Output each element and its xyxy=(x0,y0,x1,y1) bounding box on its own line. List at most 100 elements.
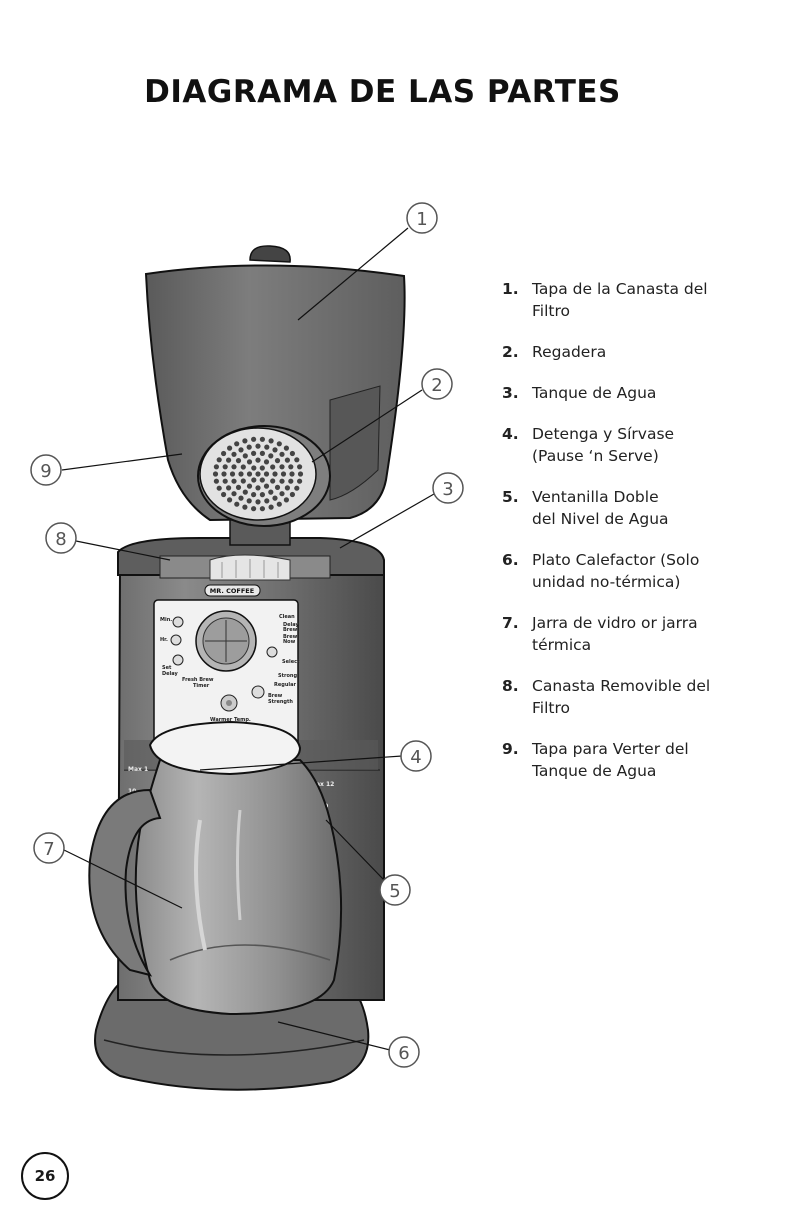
page-number: 26 xyxy=(21,1152,69,1200)
part-name: Filtro xyxy=(532,699,570,717)
shower-hole xyxy=(222,464,228,470)
shower-hole xyxy=(255,443,261,449)
callout-lines xyxy=(61,227,435,1051)
svg-text:Warmer Temp.: Warmer Temp. xyxy=(210,717,251,723)
part-item-5: 5. Ventanilla Doble del Nivel de Agua xyxy=(502,486,762,530)
shower-hole xyxy=(251,436,257,442)
shower-hole xyxy=(255,471,261,477)
shower-hole xyxy=(242,504,248,510)
callout-8: 8 xyxy=(55,529,66,550)
part-name: Jarra de vidro or jarra xyxy=(532,614,698,632)
shower-hole xyxy=(212,471,219,477)
shower-hole xyxy=(276,501,282,507)
part-number: 3. xyxy=(502,384,519,402)
part-number: 5. xyxy=(502,488,519,506)
part-name: Filtro xyxy=(532,302,570,320)
shower-hole xyxy=(227,445,233,451)
part-item-1: 1. Tapa de la Canasta del Filtro xyxy=(502,278,762,322)
svg-text:Timer: Timer xyxy=(193,683,210,689)
shower-hole xyxy=(284,457,290,463)
shower-hole xyxy=(288,478,294,484)
parts-list: 1. Tapa de la Canasta del Filtro 2. Rega… xyxy=(502,278,762,801)
shower-hole xyxy=(251,492,257,498)
shower-hole xyxy=(259,465,265,471)
shower-hole xyxy=(264,498,270,504)
shower-hole xyxy=(231,478,237,484)
svg-text:Hr.: Hr. xyxy=(160,637,168,643)
shower-hole xyxy=(259,477,265,483)
callout-6: 6 xyxy=(398,1043,409,1064)
svg-text:Brew: Brew xyxy=(283,634,298,640)
svg-text:Max 1: Max 1 xyxy=(128,766,148,773)
part-name: unidad no-térmica) xyxy=(532,573,681,591)
shower-hole xyxy=(263,459,270,465)
shower-hole xyxy=(221,471,227,477)
shower-hole xyxy=(235,484,242,490)
shower-hole xyxy=(251,450,257,456)
shower-hole xyxy=(255,457,261,463)
control-panel: Min. Hr. Set Delay Fresh Brew Timer Warm… xyxy=(153,599,300,751)
shower-hole xyxy=(251,506,257,512)
shower-hole xyxy=(216,485,222,491)
shower-hole xyxy=(274,484,281,490)
shower-hole xyxy=(255,499,261,505)
part-item-6: 6. Plato Calefactor (Solo unidad no-térm… xyxy=(502,549,762,593)
callout-3: 3 xyxy=(442,479,453,500)
brand-logo-text: MR. COFFEE xyxy=(210,587,254,595)
shower-hole xyxy=(238,471,244,477)
shower-hole xyxy=(259,450,265,456)
shower-hole xyxy=(279,478,285,484)
shower-hole xyxy=(274,458,281,464)
warming-plate-base xyxy=(94,984,370,1091)
part-number: 8. xyxy=(502,677,519,695)
shower-hole xyxy=(213,478,219,484)
shower-hole xyxy=(297,478,303,484)
shower-hole xyxy=(231,491,237,497)
shower-hole xyxy=(270,478,276,484)
shower-hole xyxy=(297,464,303,470)
shower-hole xyxy=(226,457,232,463)
shower-hole xyxy=(213,464,219,470)
svg-text:Regular: Regular xyxy=(274,682,296,688)
part-item-3: 3. Tanque de Agua xyxy=(502,382,762,404)
shower-hole xyxy=(242,453,248,459)
part-item-4: 4. Detenga y Sírvase (Pause ‘n Serve) xyxy=(502,423,762,467)
part-name: Tanque de Agua xyxy=(532,762,657,780)
svg-text:Set: Set xyxy=(162,665,172,671)
shower-hole xyxy=(280,471,287,477)
shower-hole xyxy=(272,447,278,453)
shower-hole xyxy=(234,501,240,507)
brand-badge: MR. COFFEE xyxy=(204,584,261,597)
shower-hole xyxy=(284,485,290,491)
shower-hole xyxy=(272,495,278,501)
part-name: Detenga y Sírvase xyxy=(532,425,675,443)
shower-hole xyxy=(238,495,244,501)
callout-circles xyxy=(30,202,464,1068)
svg-text:Delay: Delay xyxy=(162,671,178,677)
part-name: Canasta Removible del xyxy=(532,677,711,695)
part-number: 9. xyxy=(502,740,519,758)
svg-text:Brew: Brew xyxy=(283,627,298,633)
shower-hole xyxy=(221,491,227,498)
shower-hole xyxy=(231,464,237,470)
part-item-9: 9. Tapa para Verter del Tanque de Agua xyxy=(502,738,762,782)
shower-hole xyxy=(289,491,295,498)
shower-hole xyxy=(279,464,285,470)
part-item-8: 8. Canasta Removible del Filtro xyxy=(502,675,762,719)
shower-hole xyxy=(216,457,222,463)
shower-hole xyxy=(276,441,282,447)
shower-hole xyxy=(246,459,253,465)
shower-hole xyxy=(268,438,274,444)
svg-text:Strength: Strength xyxy=(268,699,293,705)
part-number: 2. xyxy=(502,343,519,361)
shower-hole xyxy=(246,498,252,504)
svg-text:Strong: Strong xyxy=(278,673,297,679)
part-number: 1. xyxy=(502,280,519,298)
shower-hole xyxy=(242,489,248,495)
callout-numbers: 1 2 3 4 5 6 7 8 9 xyxy=(40,209,453,1064)
callout-9: 9 xyxy=(40,461,51,482)
part-name: (Pause ‘n Serve) xyxy=(532,447,659,465)
shower-hole xyxy=(235,458,242,464)
shower-hole xyxy=(263,471,270,477)
callout-1: 1 xyxy=(416,209,427,230)
